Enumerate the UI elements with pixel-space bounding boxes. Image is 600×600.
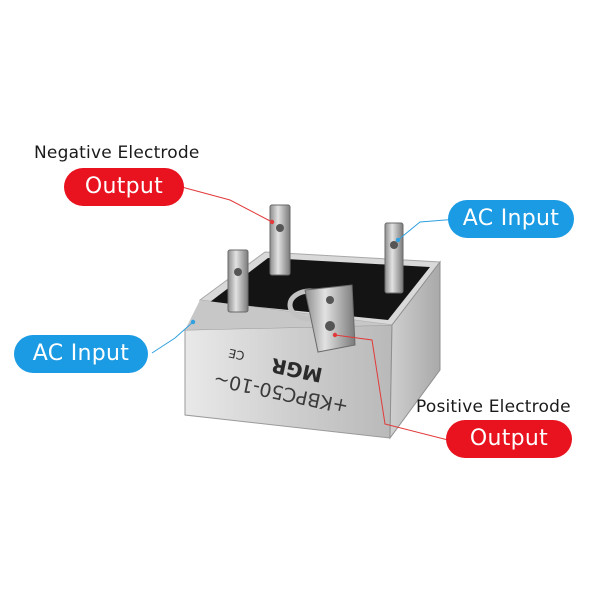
ac-input-pill-right: AC Input	[448, 200, 574, 238]
positive-electrode-caption: Positive Electrode	[416, 397, 571, 417]
leader-negative	[177, 185, 273, 223]
output-pill-negative: Output	[64, 168, 184, 206]
pin-ac-right	[384, 222, 404, 294]
pin-ac-left	[227, 249, 249, 313]
leader-positive	[334, 334, 449, 441]
negative-electrode-caption: Negative Electrode	[34, 143, 200, 163]
ce-marking: CE	[227, 346, 246, 363]
ac-input-pill-left: AC Input	[14, 335, 148, 373]
housing-right-side	[389, 260, 441, 440]
pin-positive	[304, 284, 356, 353]
leader-ac-right	[397, 218, 459, 241]
output-pill-positive: Output	[446, 420, 572, 458]
pin-negative	[269, 204, 291, 276]
leader-ac-left	[151, 321, 194, 354]
